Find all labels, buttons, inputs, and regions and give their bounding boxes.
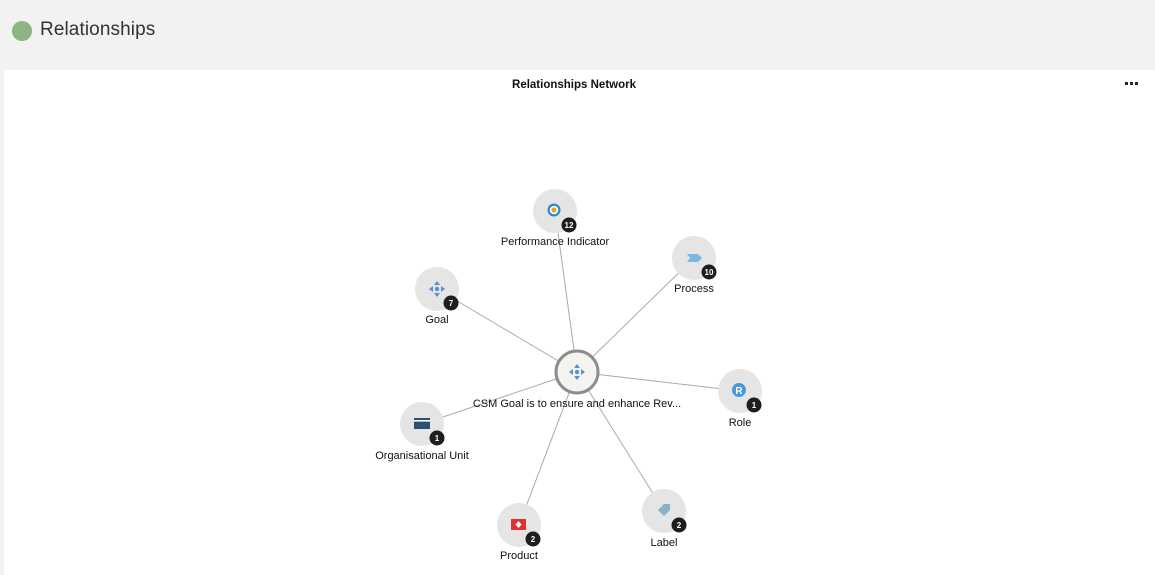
node-performance-indicator[interactable]: 12 Performance Indicator <box>501 189 610 248</box>
edge-role <box>576 371 741 392</box>
node-label: Process <box>674 283 714 295</box>
count-badge-text: 1 <box>752 401 757 410</box>
edge-label <box>576 371 665 512</box>
edge-organisational-unit <box>421 371 578 425</box>
count-badge-text: 10 <box>705 268 714 277</box>
node-label: Organisational Unit <box>375 450 469 462</box>
status-dot <box>12 21 32 41</box>
count-badge: 12 <box>561 217 577 233</box>
count-badge-text: 1 <box>435 434 440 443</box>
edge-performance-indicator <box>554 210 578 373</box>
node-label-tag[interactable]: 2 Label <box>642 489 687 549</box>
count-badge: 7 <box>443 295 459 311</box>
node-role[interactable]: R 1 Role <box>718 369 762 429</box>
count-badge-text: 7 <box>449 299 454 308</box>
role-r-icon: R <box>732 383 746 397</box>
svg-text:R: R <box>735 386 743 397</box>
edge-product <box>518 371 578 526</box>
org-unit-icon <box>414 418 430 429</box>
more-dot <box>1130 82 1133 85</box>
relationships-network: CSM Goal is to ensure and enhance Rev...… <box>375 189 762 562</box>
count-badge: 2 <box>525 531 541 547</box>
center-node-label: CSM Goal is to ensure and enhance Rev... <box>473 398 681 410</box>
node-organisational-unit[interactable]: 1 Organisational Unit <box>375 402 469 462</box>
goal-crosshair-icon <box>429 281 445 297</box>
node-goal[interactable]: 7 Goal <box>415 267 459 326</box>
node-product[interactable]: 2 Product <box>497 503 541 562</box>
count-badge-text: 2 <box>677 521 682 530</box>
target-icon <box>547 203 561 217</box>
panel-title: Relationships Network <box>512 79 636 91</box>
more-dot <box>1135 82 1138 85</box>
count-badge-text: 12 <box>565 221 574 230</box>
node-label: Role <box>729 417 752 429</box>
node-label: Label <box>651 537 678 549</box>
page-header: Relationships <box>0 0 1155 68</box>
tag-icon <box>658 504 670 516</box>
more-horizontal-icon <box>1125 82 1128 85</box>
center-node[interactable]: CSM Goal is to ensure and enhance Rev... <box>473 349 681 410</box>
node-label: Product <box>500 550 538 562</box>
count-badge: 10 <box>701 264 717 280</box>
process-chevron-icon <box>687 254 702 262</box>
more-options-button[interactable] <box>1123 76 1141 90</box>
node-label: Performance Indicator <box>501 236 610 248</box>
goal-crosshair-icon <box>569 364 585 380</box>
product-icon <box>511 519 526 530</box>
count-badge: 1 <box>429 430 445 446</box>
count-badge: 2 <box>671 517 687 533</box>
count-badge-text: 2 <box>531 535 536 544</box>
node-label: Goal <box>425 314 448 326</box>
count-badge: 1 <box>746 397 762 413</box>
edges <box>421 210 741 526</box>
page-title: Relationships <box>40 19 156 40</box>
edge-process <box>576 257 695 373</box>
edge-goal <box>436 288 578 373</box>
relationships-panel: Relationships Network <box>4 70 1155 575</box>
node-process[interactable]: 10 Process <box>672 236 717 295</box>
